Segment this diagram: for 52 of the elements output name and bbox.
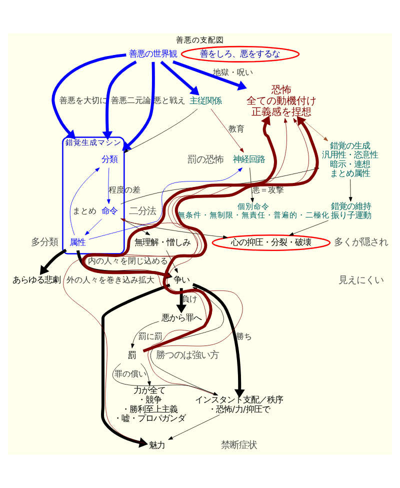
- arrow: [124, 108, 198, 154]
- arrow: [140, 363, 151, 386]
- node-ellipse: 善をしろ、悪をするな: [180, 46, 300, 62]
- arrow: [52, 53, 126, 140]
- arrow: [120, 218, 228, 239]
- node-text: 主従関係: [190, 95, 222, 106]
- node-text: 恐怖 全ての動機付け 正義感を捏想: [246, 84, 316, 118]
- arrow: [122, 62, 155, 151]
- arrow: [85, 118, 309, 396]
- node-text: 命令: [101, 205, 118, 216]
- arrow: [84, 218, 102, 236]
- arrow: [63, 118, 288, 444]
- node-text: 悪から罪へ: [161, 312, 202, 322]
- node-text: インスタント支配／秩序 ・恐怖/力/抑圧で: [194, 394, 283, 414]
- arrow: [82, 116, 277, 278]
- arrow: [106, 168, 110, 204]
- arrow: [120, 218, 243, 352]
- label: 勝つのは強い方: [156, 350, 219, 362]
- node-text: 属性: [70, 236, 86, 247]
- node-text: 錯覚の維持 振り子運動: [330, 200, 371, 220]
- node-text: 力が全て ・競争 ・勝利至上主義 ・嘘・プロパガンダ: [114, 385, 186, 424]
- arrow: [210, 108, 244, 153]
- node-text: 分類: [101, 154, 118, 164]
- node-text: 神経回路: [233, 154, 266, 164]
- node-text: あらゆる悲劇: [12, 274, 60, 285]
- arrow: [348, 179, 352, 202]
- arrow: [172, 60, 247, 90]
- arrow: [120, 218, 150, 236]
- arrow: [40, 248, 67, 275]
- label: 罰の恐怖: [188, 154, 224, 166]
- label: 二分法: [128, 206, 156, 217]
- label: 多分類: [31, 237, 58, 248]
- arrow: [88, 168, 242, 240]
- arrow: [166, 250, 178, 273]
- arrow: [160, 60, 200, 96]
- node-text: 無理解・憎しみ: [134, 236, 191, 247]
- label: 多くが隠され: [334, 237, 388, 248]
- label: 見えにくい: [338, 274, 384, 286]
- label: 禁断症状: [220, 440, 257, 452]
- arrow: [112, 363, 218, 396]
- arrow: [101, 284, 170, 448]
- node-text: 善悪の世界観: [128, 48, 177, 58]
- arrow: [102, 60, 137, 140]
- arrow: [70, 168, 100, 236]
- node-text: 魅力: [148, 440, 165, 450]
- node-text: 争い: [173, 274, 190, 285]
- arrow: [168, 414, 220, 440]
- arrow: [250, 168, 254, 203]
- arrow: [288, 220, 329, 236]
- arrow: [131, 321, 160, 348]
- node-text: 錯覚の生成 汎用性・恣意性 暗示・連想 まとめ属性: [322, 140, 378, 178]
- node-text: 罰: [128, 350, 136, 360]
